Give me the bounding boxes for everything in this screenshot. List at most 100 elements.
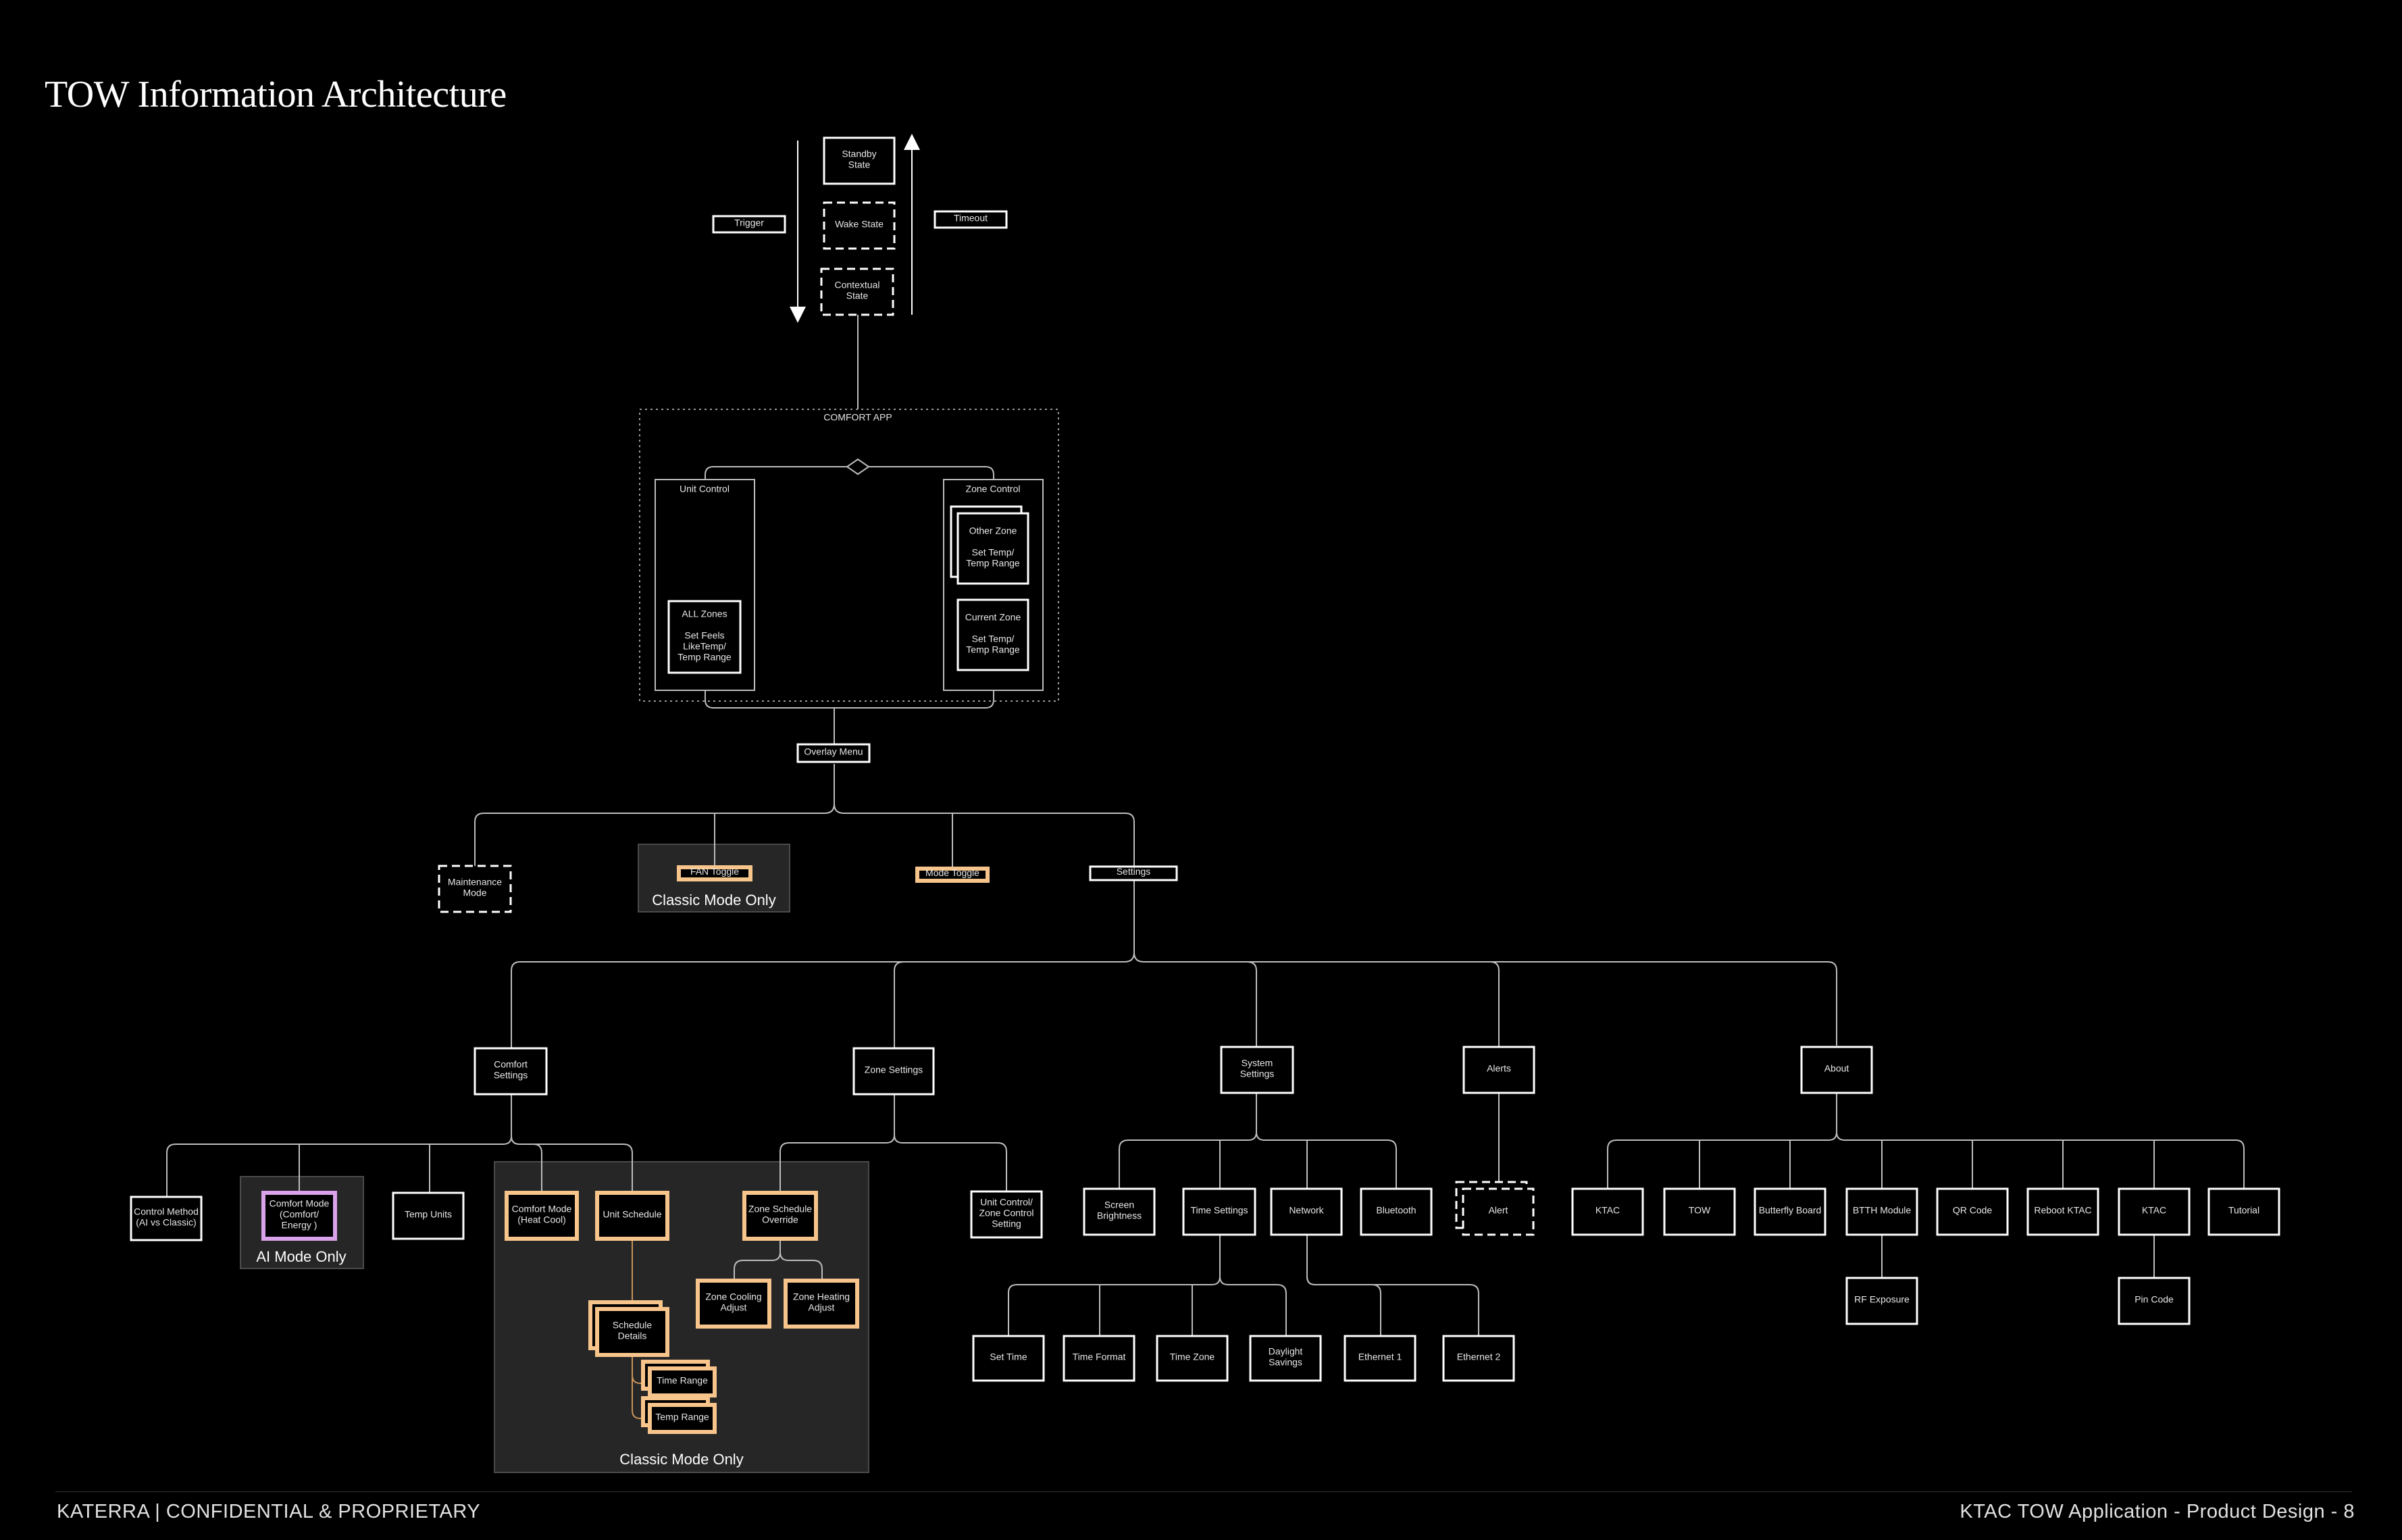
node-other-zone-label: Set Temp/ [972, 546, 1015, 557]
node-about-tow: TOW [1663, 1187, 1736, 1236]
node-zone-schedule-override-box [742, 1191, 818, 1241]
node-time-range-label: Time Range [657, 1375, 708, 1385]
node-system-settings-label: System [1242, 1057, 1273, 1068]
node-comfort-app: COMFORT APP [823, 411, 892, 422]
node-comfort-app-label: COMFORT APP [823, 411, 892, 422]
node-comfort-settings-label: Comfort [494, 1058, 528, 1069]
node-unit-control-label: Unit Control [680, 483, 730, 494]
node-unit-zone-control-label: Setting [992, 1218, 1021, 1229]
node-network: Network [1270, 1187, 1343, 1236]
region-classic-schedule-label: Classic Mode Only [619, 1451, 743, 1468]
node-daylight-savings-box [1249, 1335, 1322, 1382]
node-zone-heating-adjust-label: Zone Heating [793, 1291, 850, 1302]
node-overlay-menu-label: Overlay Menu [804, 746, 863, 756]
node-comfort-settings-label: Settings [494, 1069, 528, 1080]
node-pin-code-label: Pin Code [2135, 1293, 2174, 1304]
node-comfort-mode-label: Comfort Mode [270, 1198, 330, 1208]
node-comfort-mode: Comfort Mode(Comfort/Energy ) [261, 1191, 337, 1241]
node-control-method: Control Method(AI vs Classic) [130, 1196, 203, 1241]
node-zone-control: Zone Control [966, 483, 1021, 494]
node-comfort-mode-label: (Comfort/ [280, 1208, 319, 1219]
node-zone-cooling-adjust-label: Zone Cooling [705, 1291, 761, 1302]
node-bluetooth: Bluetooth [1360, 1187, 1433, 1236]
node-btth-module: BTTH Module [1845, 1187, 1918, 1236]
node-fan-toggle: FAN Toggle [677, 865, 752, 881]
node-zone-schedule-override-label: Override [762, 1214, 798, 1225]
node-time-format: Time Format [1063, 1335, 1135, 1382]
node-timeout: Timeout [934, 210, 1008, 229]
node-settings: Settings [1089, 865, 1178, 881]
node-btth-module-label: BTTH Module [1853, 1204, 1912, 1215]
node-settings-box [1089, 865, 1178, 881]
node-standby-box [823, 136, 896, 185]
node-alert-box [1462, 1187, 1535, 1236]
node-rf-exposure-label: RF Exposure [1854, 1293, 1910, 1304]
node-bluetooth-box [1360, 1187, 1433, 1236]
node-alerts: Alerts [1462, 1046, 1535, 1094]
node-screen-brightness-label: Screen [1104, 1199, 1134, 1210]
node-unit-control: Unit Control [680, 483, 730, 494]
node-timeout-box [934, 210, 1008, 229]
node-time-zone-box [1156, 1335, 1229, 1382]
node-comfort-mode-heatcool-label: (Heat Cool) [517, 1214, 566, 1225]
node-unit-schedule: Unit Schedule [595, 1191, 669, 1241]
node-maintenance-label: Maintenance [448, 876, 502, 887]
footer-confidential: KATERRA | CONFIDENTIAL & PROPRIETARY [57, 1501, 481, 1522]
node-ethernet1-box [1344, 1335, 1416, 1382]
node-qr-code: QR Code [1936, 1187, 2009, 1236]
node-btth-module-box [1845, 1187, 1918, 1236]
node-about-tow-label: TOW [1689, 1204, 1711, 1215]
node-zone-cooling-adjust-box [696, 1279, 771, 1329]
node-temp-range-label: Temp Range [655, 1411, 709, 1422]
node-set-time-box [972, 1335, 1045, 1382]
node-unit-schedule-box [595, 1191, 669, 1241]
node-overlay-menu-box [796, 743, 871, 763]
node-unit-schedule-label: Unit Schedule [603, 1208, 661, 1219]
node-network-label: Network [1289, 1204, 1324, 1215]
node-alert: Alert [1455, 1181, 1535, 1236]
node-bluetooth-label: Bluetooth [1376, 1204, 1416, 1215]
node-tutorial: Tutorial [2207, 1187, 2280, 1236]
node-alerts-box [1462, 1046, 1535, 1094]
node-unit-zone-control-box [970, 1190, 1043, 1239]
node-fan-toggle-label: FAN Toggle [690, 866, 739, 877]
node-comfort-mode-heatcool-label: Comfort Mode [512, 1203, 572, 1214]
node-trigger: Trigger [712, 215, 786, 234]
node-time-range-box [648, 1366, 717, 1397]
node-zone-heating-adjust-box [784, 1279, 859, 1329]
node-reboot-ktac-box [2026, 1187, 2099, 1236]
node-mode-toggle-label: Mode Toggle [925, 867, 979, 878]
node-time-settings-box [1182, 1187, 1256, 1236]
node-other-zone-label: Other Zone [969, 525, 1017, 536]
node-wake: Wake State [823, 201, 896, 250]
page-title: TOW Information Architecture [45, 74, 507, 116]
node-about-tow-box [1663, 1187, 1736, 1236]
node-qr-code-box [1936, 1187, 2009, 1236]
node-comfort-settings-box [474, 1047, 548, 1096]
node-contextual-box [820, 267, 894, 316]
node-current-zone-label: Set Temp/ [972, 633, 1015, 644]
node-all-zones-label: LikeTemp/ [683, 640, 726, 651]
node-alerts-label: Alerts [1487, 1062, 1511, 1073]
node-ethernet2-box [1442, 1335, 1515, 1382]
node-zone-heating-adjust-label: Adjust [809, 1302, 835, 1312]
node-set-time: Set Time [972, 1335, 1045, 1382]
node-control-method-label: Control Method [134, 1206, 199, 1216]
node-all-zones-box [667, 600, 742, 674]
node-time-format-box [1063, 1335, 1135, 1382]
footer-divider [55, 1491, 2352, 1492]
node-zone-settings: Zone Settings [852, 1047, 935, 1096]
node-time-format-label: Time Format [1073, 1351, 1126, 1362]
